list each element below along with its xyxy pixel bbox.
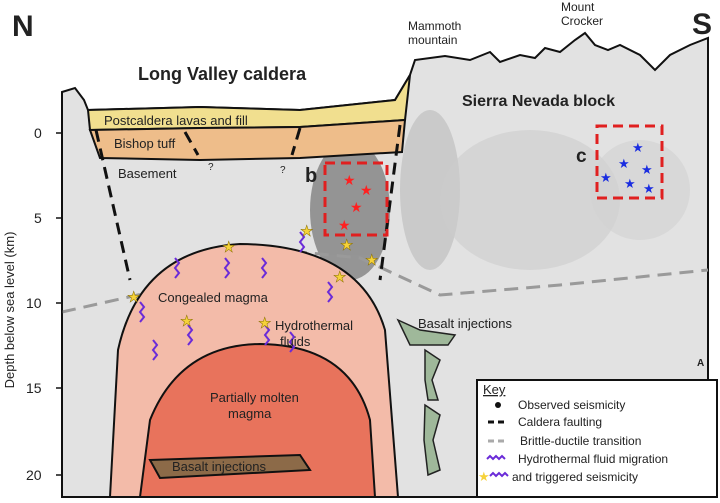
- bishop-label: Bishop tuff: [114, 136, 176, 151]
- legend-item: Observed seismicity: [518, 398, 625, 412]
- hydro-squiggle-icon: [489, 471, 509, 478]
- svg-text:★: ★: [360, 182, 373, 198]
- svg-text:★: ★: [641, 162, 653, 177]
- legend-item: Caldera faulting: [518, 415, 602, 429]
- red-stars: ★★★★: [338, 172, 373, 233]
- svg-text:★: ★: [222, 239, 235, 256]
- y-axis: [56, 92, 63, 497]
- congealed-label: Congealed magma: [158, 290, 269, 305]
- svg-text:★: ★: [180, 313, 193, 330]
- box-c: [595, 124, 664, 200]
- bishop-tuff-layer: [88, 118, 407, 162]
- south-label: S: [692, 8, 712, 41]
- svg-text:★: ★: [643, 181, 655, 196]
- hydrothermal-migration: [138, 231, 334, 361]
- north-label: N: [12, 10, 34, 43]
- box-b-label: b: [305, 165, 317, 187]
- svg-text:★: ★: [300, 223, 313, 240]
- basalt-dikes: [396, 318, 457, 477]
- tick-15: 15: [26, 380, 42, 396]
- molten-label-2: magma: [228, 406, 272, 421]
- blue-stars: ★★★★★★: [600, 140, 655, 196]
- tick-5: 5: [34, 210, 42, 226]
- seismicity-dot-icon: [495, 402, 501, 408]
- diagram-title: Long Valley caldera: [138, 64, 307, 84]
- yellow-stars: ★ ★ ★ ★ ★ ★ ★ ★: [127, 223, 379, 333]
- svg-text:★: ★: [338, 217, 351, 233]
- basalt-right-label: Basalt injections: [418, 316, 512, 331]
- postcaldera-label: Postcaldera lavas and fill: [104, 113, 248, 128]
- svg-text:★: ★: [624, 176, 636, 191]
- tick-0: 0: [34, 125, 42, 141]
- mammoth-label-2: mountain: [408, 33, 457, 47]
- legend-item: Hydrothermal fluid migration: [518, 452, 668, 466]
- svg-text:★: ★: [365, 252, 378, 269]
- molten-label-1: Partially molten: [210, 390, 299, 405]
- svg-text:★: ★: [340, 237, 353, 254]
- legend-item: and triggered seismicity: [512, 470, 638, 484]
- question-mark-2: ?: [280, 165, 286, 176]
- mammoth-label-1: Mammoth: [408, 19, 461, 33]
- hydro-label-2: fluids: [280, 334, 311, 349]
- basalt-bottom-label: Basalt injections: [172, 459, 266, 474]
- hydro-label-1: Hydrothermal: [275, 318, 353, 333]
- svg-text:★: ★: [333, 269, 346, 286]
- box-c-label: c: [576, 146, 587, 167]
- legend-item: Brittle-ductile transition: [520, 434, 641, 448]
- tick-20: 20: [26, 467, 42, 483]
- question-mark-1: ?: [208, 162, 214, 173]
- basalt-injection-bottom: [148, 453, 312, 480]
- crocker-label-2: Crocker: [561, 14, 603, 28]
- sierra-label: Sierra Nevada block: [462, 93, 615, 110]
- basement-label: Basement: [118, 166, 177, 181]
- caldera-faulting: [94, 124, 402, 281]
- svg-text:★: ★: [618, 156, 630, 171]
- legend-title: Key: [483, 382, 506, 397]
- svg-text:★: ★: [350, 199, 363, 215]
- panel-label: A: [697, 358, 704, 369]
- svg-text:★: ★: [127, 289, 140, 306]
- y-axis-label: Depth below sea level (km): [2, 232, 17, 389]
- crocker-label-1: Mount: [561, 0, 595, 14]
- yellow-star-icon: ★: [478, 469, 490, 484]
- svg-text:★: ★: [343, 172, 356, 188]
- legend: Key Observed seismicity Caldera faulting…: [476, 379, 718, 498]
- observed-seismicity-cloud: [310, 110, 690, 280]
- svg-text:★: ★: [600, 170, 612, 185]
- hydro-squiggle-icon: [486, 454, 506, 461]
- tick-10: 10: [26, 295, 42, 311]
- svg-text:★: ★: [258, 315, 271, 332]
- box-b: [323, 161, 389, 237]
- svg-text:★: ★: [632, 140, 644, 155]
